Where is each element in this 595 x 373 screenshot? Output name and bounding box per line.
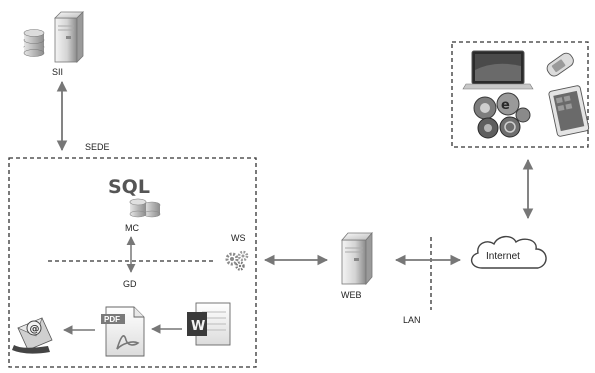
web-label: WEB (341, 290, 362, 300)
internet-label: Internet (486, 251, 520, 262)
laptop-icon (462, 50, 534, 90)
pdf-document-icon: PDF (101, 306, 145, 357)
internet-cloud-icon (471, 235, 547, 269)
mobile-phone-icon (546, 52, 574, 77)
sii-label: SII (52, 67, 63, 77)
sede-label: SEDE (85, 142, 110, 152)
sede-boundary (8, 157, 257, 368)
word-document-icon: W (187, 302, 231, 346)
pdf-label: PDF (104, 315, 120, 324)
client-devices-boundary (451, 41, 589, 148)
browser-logos-icon: e (473, 92, 531, 139)
web-server-icon (341, 231, 373, 286)
svg-text:e: e (501, 98, 510, 113)
svg-text:@: @ (30, 324, 40, 335)
ws-label: WS (231, 233, 246, 243)
sql-database-icon (129, 198, 161, 218)
svg-text:W: W (191, 319, 205, 334)
sii-server-icon (54, 11, 84, 63)
ws-gears-icon (225, 250, 249, 271)
lan-label: LAN (403, 315, 421, 325)
tablet-icon (548, 85, 590, 137)
mc-label: MC (125, 223, 139, 233)
sql-label: SQL (108, 176, 150, 198)
gd-label: GD (123, 279, 137, 289)
email-icon: @ (12, 317, 53, 354)
sii-database-icon (23, 29, 45, 57)
